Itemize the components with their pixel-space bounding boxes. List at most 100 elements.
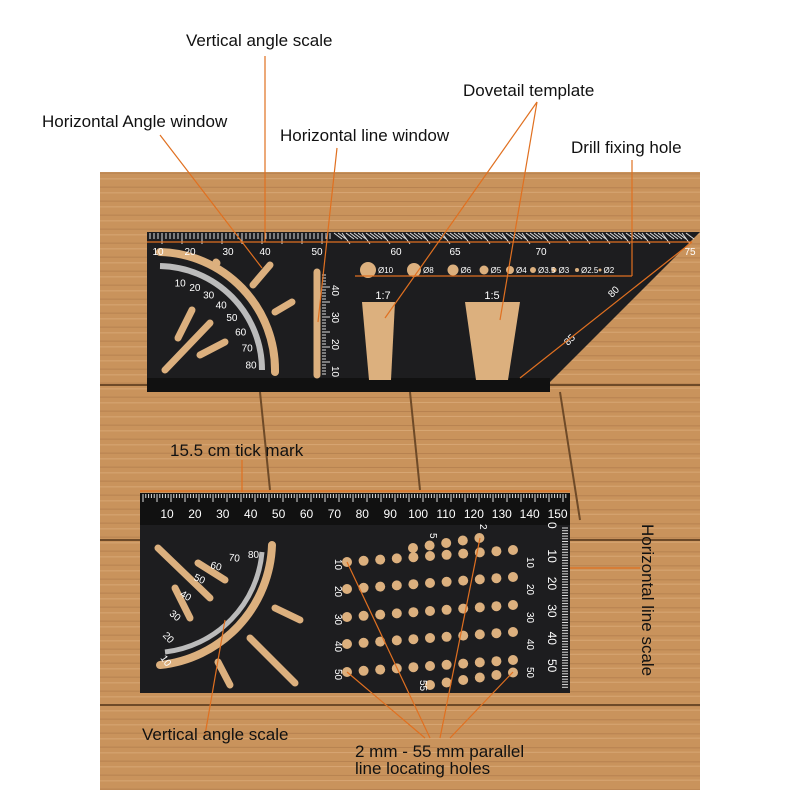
locating-hole [441,549,452,560]
locating-hole [491,628,502,639]
protractor-label: 40 [178,589,194,604]
top-scale-label: 40 [244,507,258,521]
dovetail-slot-1-7 [362,302,395,380]
tick [389,232,399,240]
label-parallel-holes-line1: 2 mm - 55 mm parallel [355,742,525,761]
tick [533,232,543,240]
locating-hole [375,664,386,675]
lower-slots [154,544,304,689]
top-scale-label: 60 [300,507,314,521]
tick [685,232,695,240]
tick [369,232,379,240]
upper-slots [161,258,321,379]
locating-hole [441,631,452,642]
drill-hole [530,267,536,273]
tick [353,232,363,240]
top-scale-label: 130 [492,507,512,521]
right-scale-label: 20 [545,577,559,591]
tick [393,232,403,240]
leader-lines [140,56,693,739]
top-scale-label: 140 [520,507,540,521]
tick [673,232,683,240]
locating-hole [474,672,485,683]
drill-hole-label: Ø3 [559,266,570,275]
top-scale-label: 80 [356,507,370,521]
tick [569,232,579,240]
tick [549,232,559,240]
locating-hole [358,637,369,648]
right-scale-label: 30 [545,604,559,618]
top-scale-label: 60 [390,247,402,258]
top-scale-label: 100 [408,507,428,521]
locating-hole [458,675,469,685]
locating-hole [474,657,485,668]
hole-row-label: 10 [524,557,535,569]
tick [513,232,523,240]
locating-hole [508,545,518,555]
tick [649,232,659,240]
tick [653,232,663,240]
label-horizontal-line-scale: Horizontal line scale [638,524,657,677]
drill-hole-label: Ø4 [516,266,527,275]
tick [429,232,439,240]
tick [405,232,415,240]
locating-hole [441,659,452,670]
locating-hole [391,635,402,646]
protractor-label: 50 [226,313,238,324]
drill-hole [479,265,489,275]
locating-hole [408,579,419,590]
lower-tick-marks [142,494,568,688]
locating-hole [358,610,369,621]
tick [557,232,567,240]
vertical-scale-label: 40 [329,285,340,297]
protractor-label: 80 [248,550,260,561]
locating-hole [342,639,352,649]
lower-ruler-strip [140,493,570,525]
locating-hole [474,574,485,585]
right-scale-label: 0 [545,522,559,529]
tick [633,232,643,240]
locating-hole [408,607,419,618]
tick [445,232,455,240]
tick [477,232,487,240]
locating-hole [375,609,386,620]
tick [349,232,359,240]
tick [525,232,535,240]
locating-hole [474,602,485,613]
locating-hole [458,658,469,669]
dovetail-slot-1-5 [465,302,520,380]
label-drill-fixing-hole: Drill fixing hole [571,138,682,157]
locating-hole [508,627,518,637]
locating-hole [491,656,502,667]
locating-hole [491,601,502,612]
locating-hole [458,575,469,586]
top-scale-label: 110 [436,507,455,521]
tick [657,232,667,240]
top-scale-label: 50 [272,507,286,521]
protractor-label: 70 [228,553,241,565]
right-scale-label: 10 [545,549,559,563]
top-scale-label: 10 [152,247,164,258]
drill-hole-label: Ø2.5 [581,266,599,275]
hole-row-label: 40 [524,639,535,651]
tick [605,232,615,240]
top-scale-label: 10 [160,507,174,521]
locating-hole [358,582,369,593]
top-scale-label: 30 [222,247,234,258]
tick [625,232,635,240]
tick [409,232,419,240]
locating-hole [358,665,369,676]
protractor-label: 30 [203,290,215,301]
tick [449,232,459,240]
tick [609,232,619,240]
tick [453,232,463,240]
tick [565,232,575,240]
locating-hole [425,578,435,588]
drill-hole [407,263,421,277]
protractor-arc-scale [159,263,265,371]
protractor-label: 60 [235,327,247,338]
locating-hole [424,540,435,551]
tick [617,232,627,240]
tick [529,232,539,240]
